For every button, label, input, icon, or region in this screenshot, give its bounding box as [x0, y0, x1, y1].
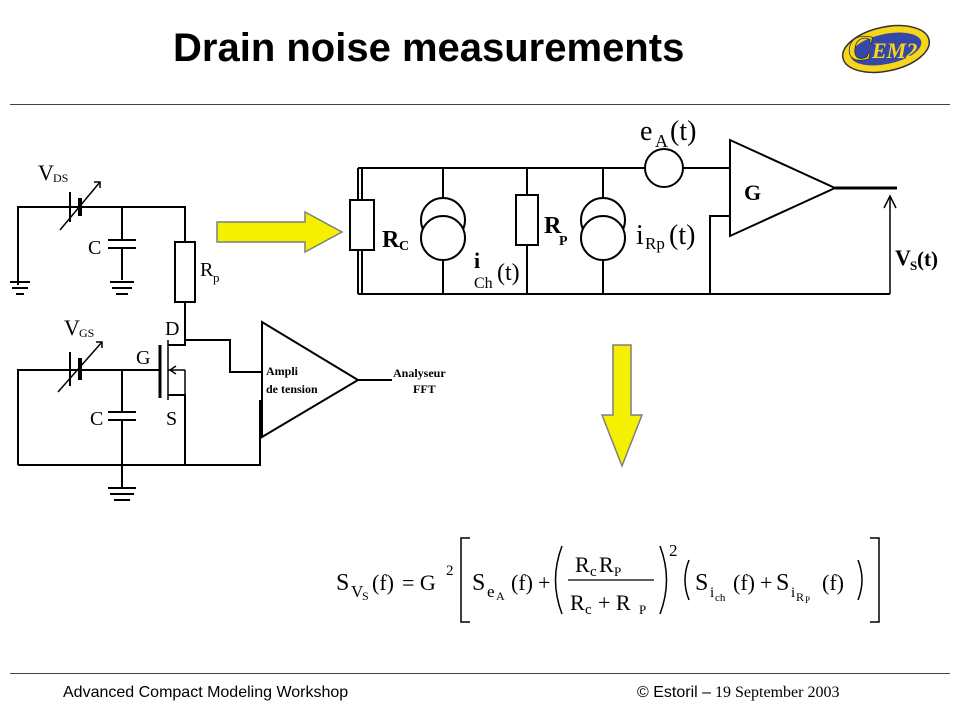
formula-frac-num-sub1: c: [590, 564, 597, 580]
gate-label: G: [136, 347, 150, 369]
cem2-logo: C EM2: [841, 24, 931, 74]
formula-lhs-subsub: S: [362, 589, 369, 603]
formula-frac-den-plus: + R: [598, 590, 631, 615]
slide-title: Drain noise measurements: [173, 26, 685, 70]
formula-frac-den-sub1: c: [585, 602, 592, 618]
footer-workshop: Advanced Compact Modeling Workshop: [63, 684, 349, 701]
rc-label: R: [382, 227, 400, 253]
formula-s-ea-sub: e: [487, 582, 495, 601]
ea-label: e: [640, 116, 652, 147]
formula-plus: +: [538, 570, 550, 595]
ich-sub: Ch: [474, 275, 493, 292]
noise-formula: S V S (f) = G 2 S e A (f) + R c R P R c …: [336, 541, 844, 618]
formula-s-irp-sub: i: [791, 585, 795, 601]
ea-suffix: (t): [670, 116, 696, 147]
ea-sub: A: [655, 131, 668, 151]
header-rule: [10, 104, 950, 105]
vgs-label: V: [64, 315, 80, 340]
formula-s-irp-subsub: R: [796, 590, 804, 604]
irp-label: i: [636, 220, 644, 251]
formula-plus2: +: [760, 570, 772, 595]
irp-sub: Rp: [645, 234, 665, 253]
left-drain-circuit: [10, 181, 196, 340]
gain-label: G: [744, 180, 761, 205]
formula-frac-num: R: [575, 552, 590, 577]
formula-lhs: S: [336, 570, 349, 596]
ich-suffix: (t): [497, 260, 520, 286]
formula-s-ich: S: [695, 570, 708, 596]
formula-lhs-arg: (f): [372, 570, 394, 595]
formula-s-ea: S: [472, 570, 485, 596]
formula-lhs-sub: V: [351, 582, 364, 601]
analyzer-label-line2: FFT: [413, 382, 436, 396]
footer-date: 19 September 2003: [711, 684, 840, 701]
rp-right-label: R: [544, 213, 562, 239]
amp-label-line1: Ampli: [266, 364, 299, 378]
formula-s-ea-arg: (f): [511, 570, 533, 595]
logo-text: EM2: [871, 38, 917, 63]
rc-sub: C: [399, 239, 409, 254]
amp-label-line2: de tension: [266, 382, 318, 396]
formula-frac-den-sub2: P: [639, 602, 646, 617]
formula-frac-den: R: [570, 590, 585, 615]
right-noise-circuit: [349, 138, 897, 295]
formula-s-ich-subsub: ch: [715, 592, 726, 604]
formula-s-irp-subsubsub: P: [805, 595, 810, 605]
source-label: S: [166, 408, 177, 430]
footer-location-date: © Estoril – 19 September 2003: [637, 684, 839, 702]
formula-s-irp-arg: (f): [822, 570, 844, 595]
formula-s-ea-subsub: A: [496, 589, 505, 603]
formula-s-ich-sub: i: [710, 585, 714, 601]
vs-label: V: [895, 245, 911, 270]
vs-suffix: (t): [917, 247, 938, 271]
footer-copyright: © Estoril –: [637, 684, 712, 701]
formula-frac-num-sub2: P: [614, 564, 621, 579]
cap1-label: C: [88, 237, 101, 259]
ich-label: i: [474, 248, 480, 273]
footer-rule: [10, 673, 950, 674]
rp-left-sub: p: [213, 270, 220, 285]
irp-suffix: (t): [669, 220, 695, 251]
formula-g-exp: 2: [446, 563, 454, 579]
right-arrow: [216, 210, 344, 254]
drain-label: D: [165, 318, 179, 340]
analyzer-label-line1: Analyseur: [393, 366, 446, 380]
logo-letter: C: [848, 28, 873, 68]
formula-brackets: [460, 537, 880, 623]
vds-label: V: [38, 160, 54, 185]
rp-left-label: R: [200, 259, 214, 281]
left-gate-circuit: [17, 320, 392, 501]
vds-sub: DS: [53, 171, 68, 185]
formula-outer-exp: 2: [669, 541, 678, 560]
formula-s-ich-arg: (f): [733, 570, 755, 595]
formula-eq-g: = G: [402, 570, 436, 595]
cap2-label: C: [90, 408, 103, 430]
formula-frac-num-2: R: [599, 552, 614, 577]
rp-right-sub: P: [559, 234, 568, 249]
down-arrow: [600, 344, 644, 469]
vs-sub: S: [910, 258, 917, 273]
formula-s-irp: S: [776, 570, 789, 596]
vgs-sub: GS: [79, 326, 94, 340]
